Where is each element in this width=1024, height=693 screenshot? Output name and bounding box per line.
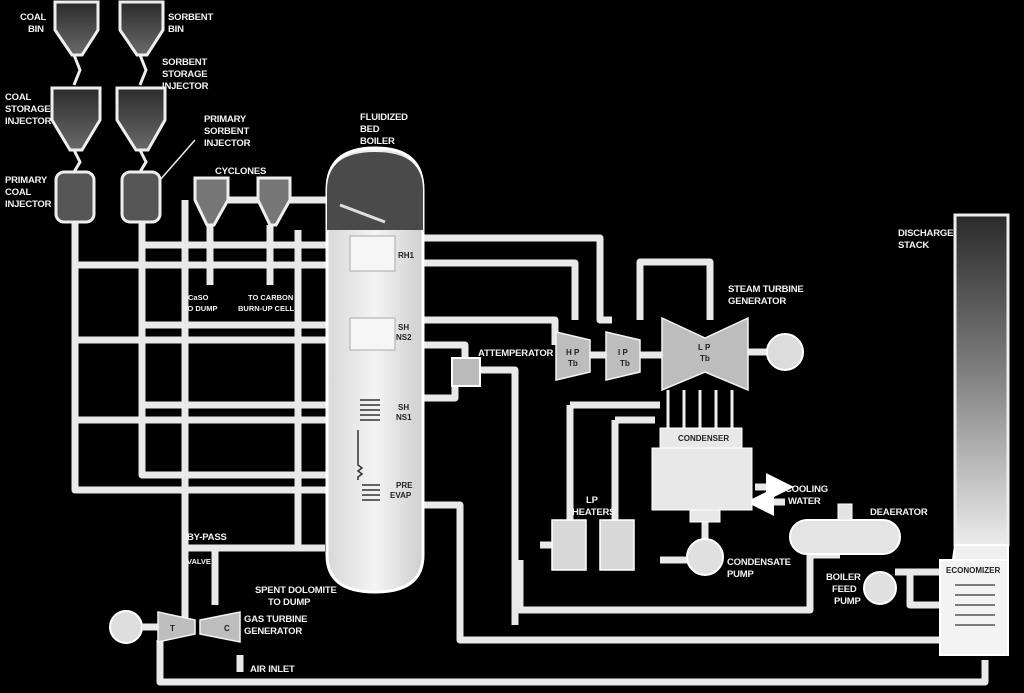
condensate-pump-label-1: CONDENSATE	[727, 557, 791, 568]
primary-coal-label-3: INJECTOR	[5, 199, 52, 210]
bfp-label-3: PUMP	[834, 596, 862, 607]
sorbent-bin-label-2: BIN	[168, 24, 184, 35]
stg-label-2: GENERATOR	[728, 296, 786, 307]
primary-coal-label-1: PRIMARY	[5, 175, 48, 186]
stg-label-1: STEAM TURBINE	[728, 284, 804, 295]
cooling-water-label-2: WATER	[788, 496, 821, 507]
coal-bin-label-2: BIN	[28, 24, 44, 35]
caso3-label-2: TO DUMP	[183, 304, 217, 313]
lp-turbine	[661, 316, 749, 392]
sh-ns1-label-2: NS1	[396, 413, 412, 422]
deaerator	[789, 503, 901, 555]
coal-storage-label-3: INJECTOR	[5, 116, 52, 127]
sorbent-bin	[115, 0, 167, 224]
fluidized-bed-boiler	[325, 146, 425, 594]
by-pass-label: BY-PASS	[187, 532, 227, 543]
coal-storage-label-1: COAL	[5, 92, 32, 103]
gas-generator	[109, 610, 143, 644]
bfp-label-1: BOILER	[826, 572, 861, 583]
discharge-stack	[938, 213, 1010, 656]
sh-ns2-label-1: SH	[398, 323, 409, 332]
pre-evap-coil	[362, 484, 380, 501]
spent-dolomite-label-1: SPENT DOLOMITE	[255, 585, 337, 596]
boiler-label-1: FLUIDIZED	[360, 112, 408, 123]
hp-label-2: Tb	[568, 359, 578, 368]
gas-turbine-generator	[109, 610, 241, 644]
lp-heater-2	[599, 519, 635, 571]
sh-ns1-label-1: SH	[398, 403, 409, 412]
compressor	[199, 611, 241, 643]
piping	[71, 196, 989, 686]
attemperator-label: ATTEMPERATOR	[478, 348, 554, 359]
sorbent-leader-line	[159, 139, 196, 181]
coal-bin	[50, 0, 102, 224]
condenser	[651, 427, 753, 523]
hp-turbine	[555, 331, 591, 381]
ip-turbine	[605, 331, 641, 381]
primary-coal-injector-vessel	[54, 170, 96, 224]
stack-label-2: STACK	[898, 240, 929, 251]
air-inlet-label: AIR INLET	[250, 664, 295, 675]
rh1-label: RH1	[398, 251, 415, 260]
valve-label: VALVE	[187, 557, 211, 566]
steam-generator	[766, 333, 804, 371]
condenser-label: CONDENSER	[678, 434, 729, 443]
cyclones	[193, 176, 292, 227]
pre-evap-label-2: EVAP	[390, 491, 412, 500]
carbon-label-1: TO CARBON	[248, 293, 293, 302]
compressor-c-label: C	[224, 624, 230, 633]
lp-heater-1	[551, 519, 587, 571]
cyclones-label: CYCLONES	[215, 166, 266, 177]
sorbent-bin-label-1: SORBENT	[168, 12, 213, 23]
caso3-label-1: CaSO	[188, 293, 209, 302]
gtg-label-1: GAS TURBINE	[244, 614, 307, 625]
coal-storage-label-2: STORAGE	[5, 104, 50, 115]
boiler-label-3: BOILER	[360, 136, 395, 147]
condensate-pump	[686, 538, 724, 576]
labels: COAL BIN SORBENT BIN SORBENT STORAGE INJ…	[5, 12, 1000, 675]
primary-sorbent-label-3: INJECTOR	[204, 138, 251, 149]
lp-label-2: Tb	[700, 354, 710, 363]
lp-heaters-label-2: HEATERS	[572, 507, 615, 518]
cooling-water-label-1: COOLING	[785, 484, 828, 495]
gas-turbine	[157, 611, 196, 643]
attemperator-vessel	[451, 357, 481, 387]
rh1-bank	[349, 235, 396, 272]
gtg-label-2: GENERATOR	[244, 626, 302, 637]
ip-label-2: Tb	[620, 359, 630, 368]
primary-sorbent-injector-vessel	[120, 170, 162, 224]
pre-evap-label-1: PRE	[396, 481, 413, 490]
bfp-label-2: FEED	[832, 584, 857, 595]
condensate-pump-label-2: PUMP	[727, 569, 755, 580]
boiler-label-2: BED	[360, 124, 380, 135]
sh-ns1-coil	[360, 399, 380, 421]
sorbent-storage-label-2: STORAGE	[162, 69, 207, 80]
hp-label-1: H P	[566, 348, 580, 357]
coal-bin-label-1: COAL	[20, 12, 47, 23]
sorbent-storage-label-3: INJECTOR	[162, 81, 209, 92]
deaerator-label: DEAERATOR	[870, 507, 928, 518]
carbon-label-2: BURN-UP CELL	[238, 304, 295, 313]
stack-label-1: DISCHARGE	[898, 228, 953, 239]
primary-sorbent-label-2: SORBENT	[204, 126, 249, 137]
turbine-t-label: T	[170, 624, 175, 633]
ip-label-1: I P	[618, 348, 628, 357]
sh-ns2-bank	[349, 317, 396, 351]
sh-ns2-label-2: NS2	[396, 333, 412, 342]
boiler-feed-pump	[863, 571, 897, 605]
spent-dolomite-label-2: TO DUMP	[268, 597, 311, 608]
lp-label-1: L P	[698, 343, 711, 352]
primary-sorbent-label-1: PRIMARY	[204, 114, 247, 125]
economizer-label: ECONOMIZER	[946, 566, 1000, 575]
lp-heaters-label-1: LP	[586, 495, 599, 506]
sorbent-storage-label-1: SORBENT	[162, 57, 207, 68]
primary-coal-label-2: COAL	[5, 187, 32, 198]
economizer-unit	[939, 559, 1009, 656]
